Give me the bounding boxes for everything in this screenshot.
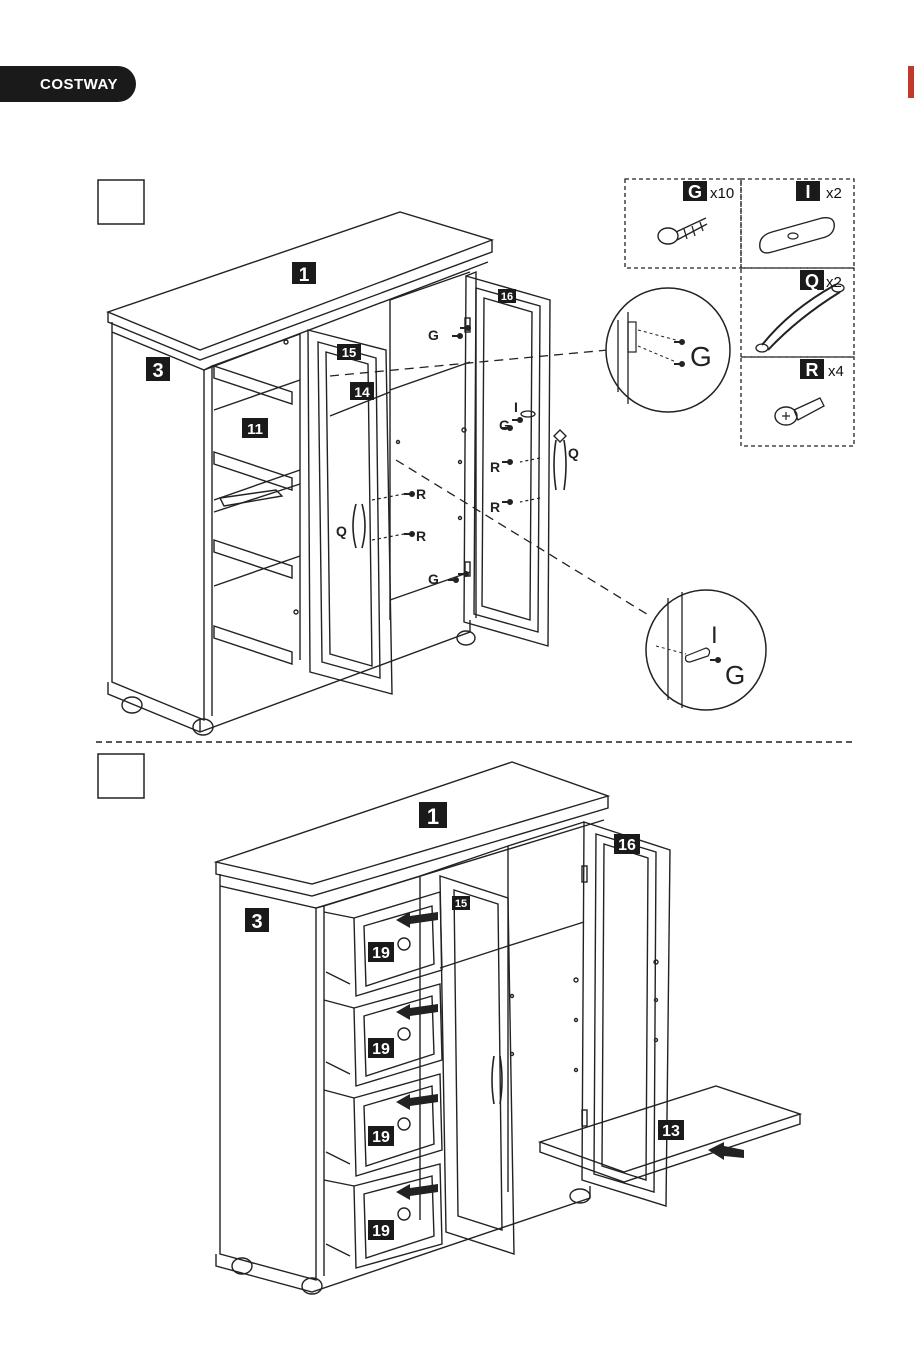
step2-box — [98, 754, 144, 798]
callout-R-right-2: R — [490, 499, 500, 515]
step1-label-16: 16 — [501, 291, 513, 303]
step2-cabinet — [216, 762, 800, 1294]
step2-label-3: 3 — [251, 911, 262, 933]
step1-label-11: 11 — [247, 421, 263, 438]
callout-R-right-1: R — [490, 459, 500, 475]
i-plate-small — [521, 411, 535, 417]
part-G-letter: G — [688, 182, 702, 202]
callout-R-left-2: R — [416, 528, 426, 544]
step2-label-13: 13 — [662, 1123, 680, 1140]
step1-label-3: 3 — [152, 360, 163, 382]
callout-G-mid: G — [499, 417, 510, 433]
part-R-qty: x4 — [828, 363, 844, 380]
step1-label-1: 1 — [299, 265, 310, 286]
step2-label-1: 1 — [427, 804, 439, 829]
zoom-bottom-G: G — [725, 660, 745, 690]
step2-label-19-c: 19 — [372, 1129, 390, 1146]
part-Q-letter: Q — [805, 271, 819, 291]
step2-arrows — [396, 912, 744, 1200]
step1-box — [98, 180, 144, 224]
part-I-qty: x2 — [826, 185, 842, 202]
part-G-qty: x10 — [710, 185, 734, 202]
step2-label-15: 15 — [455, 898, 467, 910]
step2-label-19-a: 19 — [372, 945, 390, 962]
step2-label-19-d: 19 — [372, 1223, 390, 1240]
callout-G-bottom: G — [428, 571, 439, 587]
part-I-letter: I — [805, 182, 810, 202]
callout-I: I — [514, 399, 518, 415]
step2-label-19-b: 19 — [372, 1041, 390, 1058]
zoom-plate-detail — [646, 590, 766, 710]
callout-R-left-1: R — [416, 486, 426, 502]
step2-label-16: 16 — [618, 837, 636, 854]
zoom-bottom-I: I — [711, 622, 718, 649]
part-R-letter: R — [806, 360, 819, 380]
callout-Q-right: Q — [568, 445, 579, 461]
zoom-top-G: G — [690, 341, 712, 372]
step1-label-14: 14 — [354, 384, 370, 400]
part-Q-qty: x2 — [826, 274, 842, 291]
callout-Q-left: Q — [336, 523, 347, 539]
callout-G-top: G — [428, 327, 439, 343]
step1-label-15: 15 — [342, 345, 356, 360]
